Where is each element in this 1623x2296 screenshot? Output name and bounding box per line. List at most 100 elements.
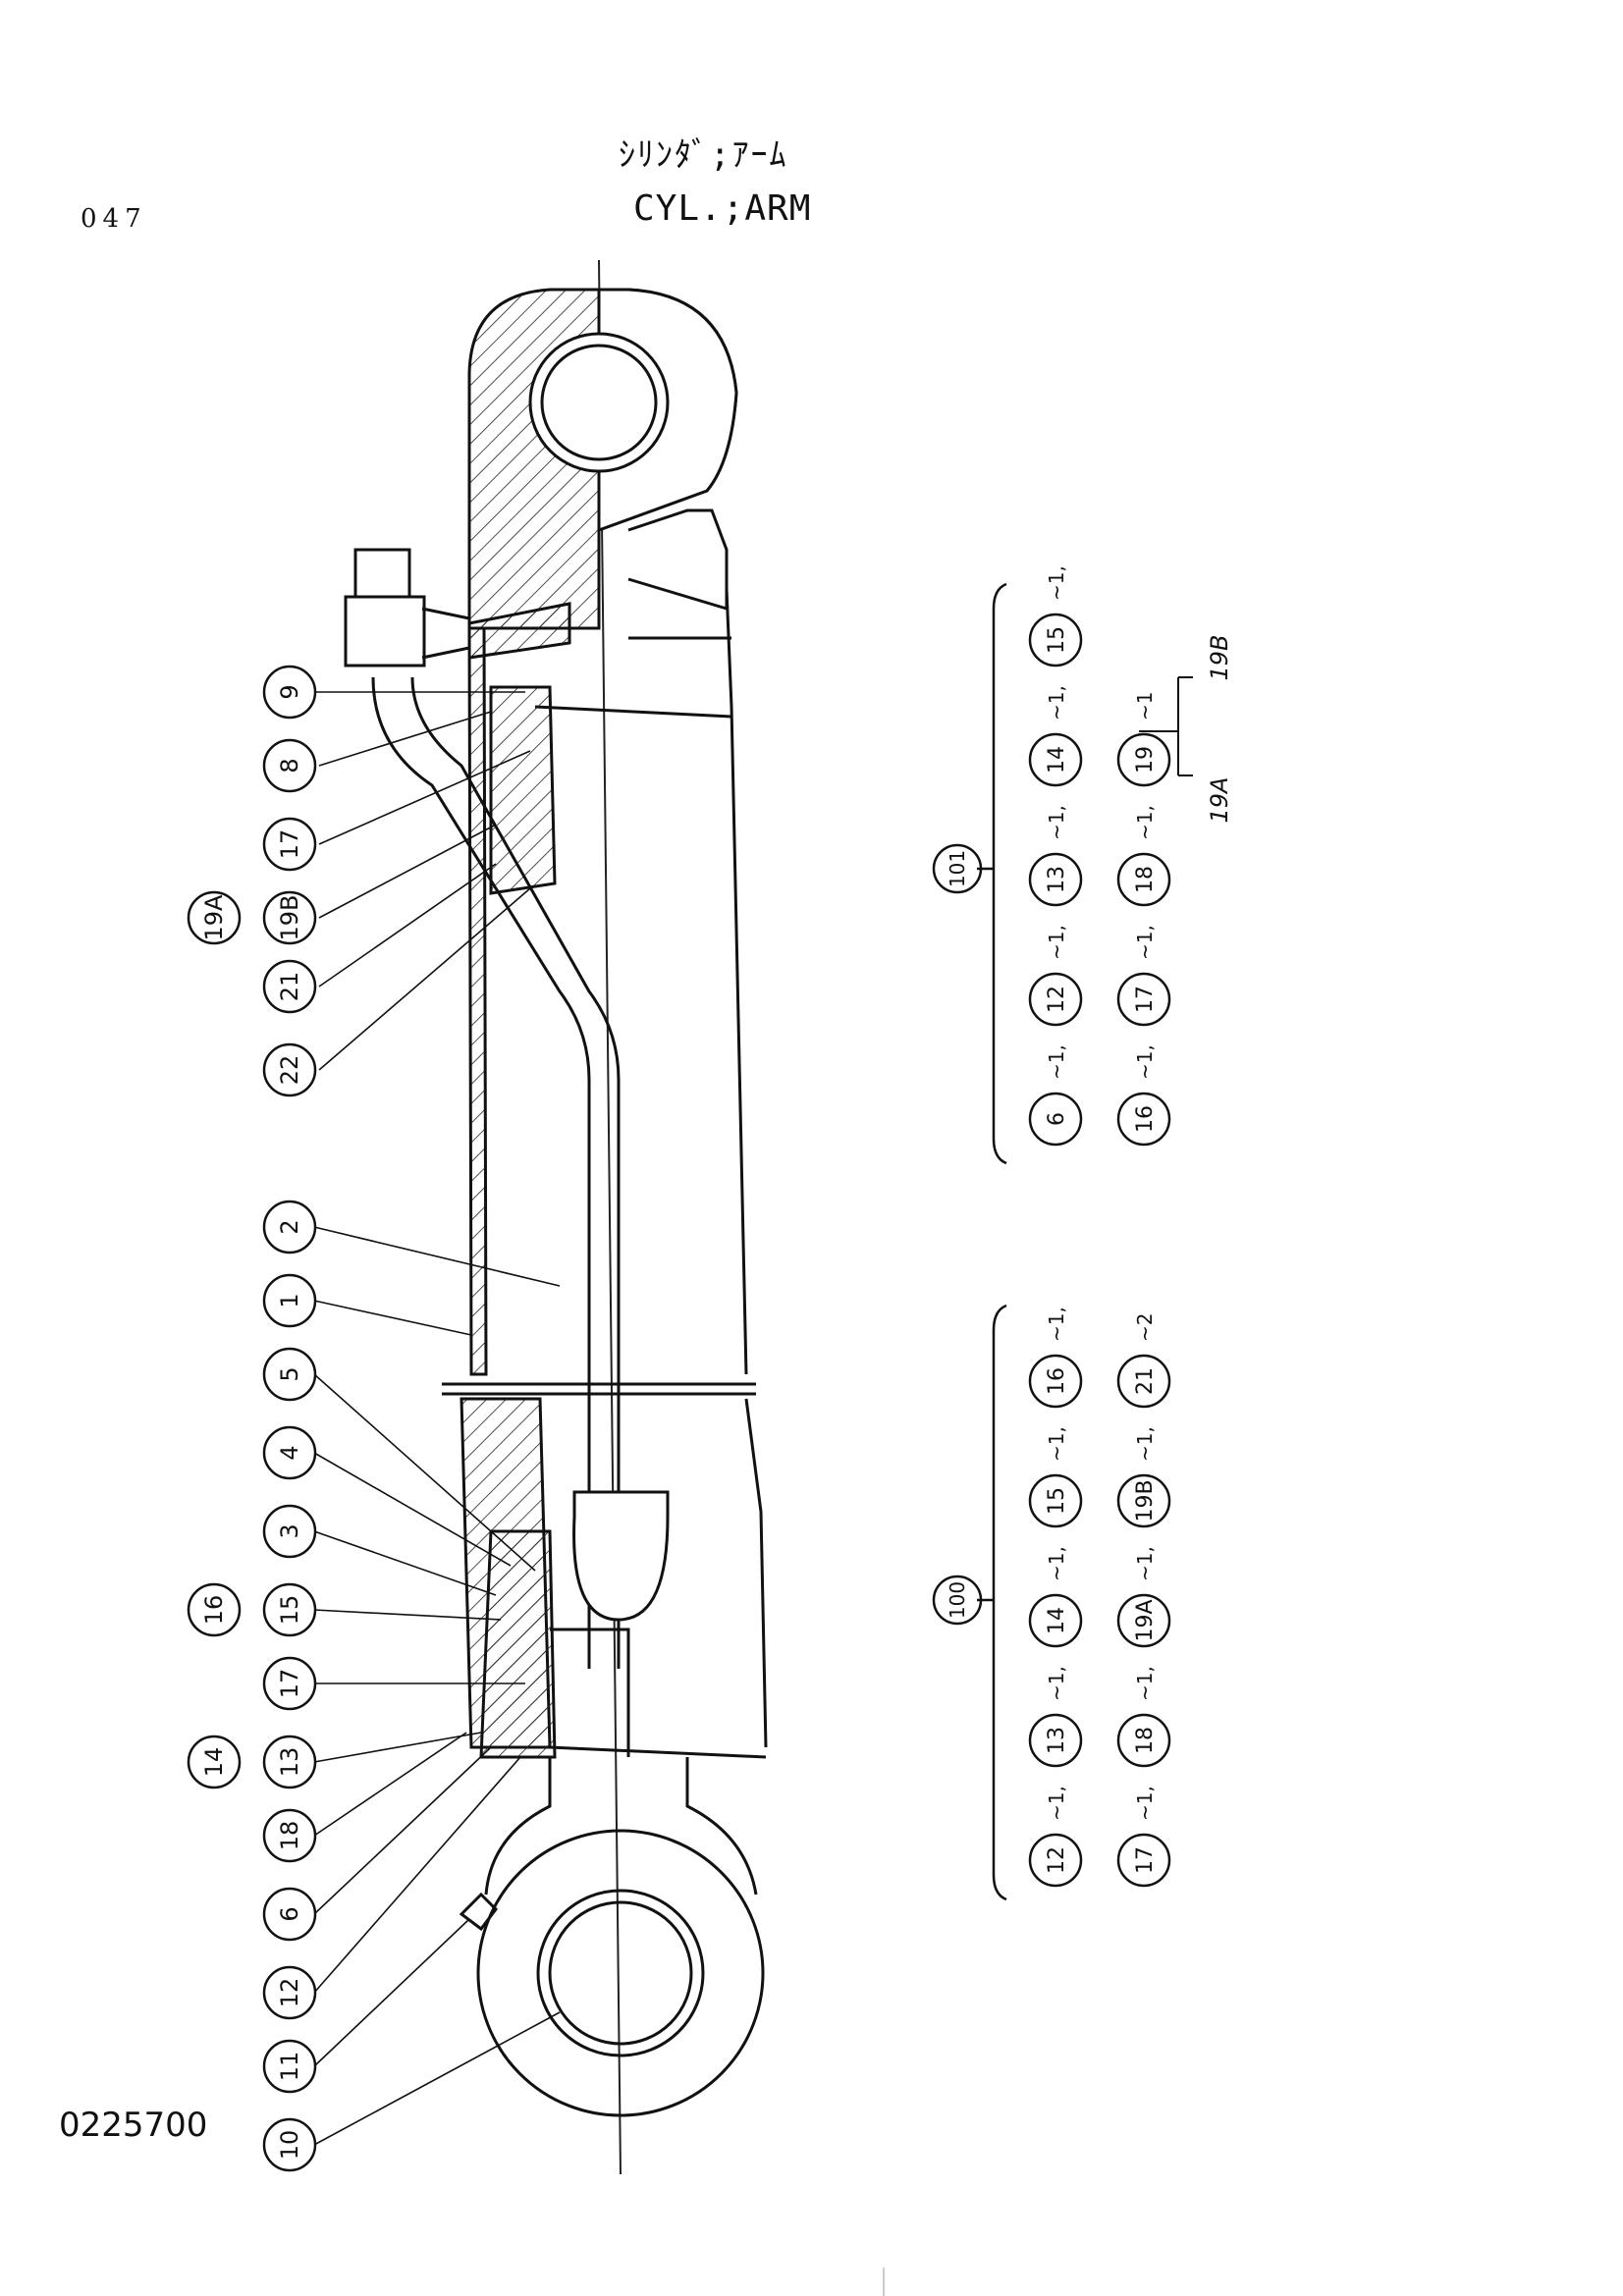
gland-piston	[479, 685, 670, 1759]
callout-21	[262, 959, 317, 1014]
callout-label: 6	[276, 1906, 303, 1921]
callout-label: 12	[276, 1978, 303, 2008]
assembly-item-number: 18	[1133, 1727, 1158, 1754]
sub-items-text: 19B 19A	[1206, 634, 1233, 823]
head-eye	[467, 288, 738, 630]
callout-11	[262, 2039, 317, 2094]
assembly-item-qty: ~1,	[1045, 925, 1068, 960]
callout-label: 15	[276, 1595, 303, 1626]
assembly-item-balloon	[1116, 732, 1171, 787]
callout-label: 8	[276, 758, 303, 773]
callout-8	[262, 738, 317, 793]
callout-label: 18	[276, 1821, 303, 1851]
assembly-item-qty: ~2	[1133, 1313, 1157, 1342]
callout-4	[262, 1425, 317, 1480]
assembly-item-balloon	[1028, 852, 1083, 907]
assembly-item-qty: ~1,	[1045, 1426, 1068, 1462]
callout-15	[262, 1582, 317, 1637]
assembly-item-balloon	[1116, 972, 1171, 1027]
page-number: 047	[81, 204, 147, 234]
assembly-item-number: 19A	[1133, 1599, 1158, 1641]
callout-17	[262, 817, 317, 872]
assembly-item-qty: ~1,	[1045, 685, 1068, 721]
callout-5	[262, 1347, 317, 1402]
assembly-item-balloon	[1116, 1092, 1171, 1147]
callout-label: 16	[200, 1595, 228, 1626]
callout-label: 4	[276, 1445, 303, 1460]
assembly-item-number: 16	[1133, 1105, 1158, 1133]
callout-label: 19A	[200, 894, 228, 941]
assembly-item-number: 19	[1133, 746, 1158, 774]
assembly-item-balloon	[1028, 1092, 1083, 1147]
sub-item-19B: 19B	[1206, 634, 1233, 680]
callout-label: 3	[276, 1523, 303, 1538]
assembly-item-qty: ~1	[1133, 692, 1157, 721]
assembly-item-balloon	[1116, 1354, 1171, 1409]
assembly-item-qty: ~1,	[1133, 805, 1157, 840]
assembly-item-balloon	[1116, 1593, 1171, 1648]
assembly-item-qty: ~1,	[1045, 1786, 1068, 1821]
assembly-item-number: 15	[1045, 1487, 1069, 1515]
assembly-item-number: 12	[1045, 1846, 1069, 1874]
callout-14	[187, 1735, 242, 1789]
assembly-item-number: 16	[1045, 1367, 1069, 1395]
assembly-item-balloon	[1028, 613, 1083, 667]
assembly-item-number: 18	[1133, 866, 1158, 893]
assembly-101-list	[932, 582, 1007, 1165]
callout-label: 19B	[276, 894, 303, 940]
assembly-item-number: 14	[1045, 746, 1069, 774]
assembly-100-number: 100	[946, 1581, 969, 1619]
assembly-item-qty: ~1,	[1045, 1307, 1068, 1342]
callout-19A	[187, 890, 242, 945]
assembly-item-balloon	[1028, 1473, 1083, 1528]
assembly-item-number: 19B	[1133, 1479, 1158, 1522]
assembly-item-number: 13	[1045, 866, 1069, 893]
assembly-item-balloon	[1028, 732, 1083, 787]
assembly-item-qty: ~1,	[1045, 565, 1068, 601]
assembly-item-number: 17	[1133, 1846, 1158, 1874]
assembly-item-balloon	[1028, 1354, 1083, 1409]
callout-19B	[262, 890, 317, 945]
assembly-item-balloon	[1116, 1473, 1171, 1528]
callout-label: 11	[276, 2052, 303, 2082]
assembly-item-balloon	[1116, 852, 1171, 907]
title-english: CYL.;ARM	[633, 188, 812, 229]
callout-6	[262, 1887, 317, 1942]
callout-label: 17	[276, 829, 303, 860]
assembly-item-number: 21	[1133, 1367, 1158, 1395]
callout-22	[262, 1042, 317, 1097]
callout-3	[262, 1504, 317, 1559]
assembly-item-qty: ~1,	[1133, 1786, 1157, 1821]
callout-18	[262, 1808, 317, 1863]
assembly-item-balloon	[1028, 1833, 1083, 1888]
assembly-labels: 101 100	[946, 850, 969, 1619]
assembly-item-balloon	[1116, 1713, 1171, 1768]
callout-label: 14	[200, 1747, 228, 1778]
assembly-item-number: 14	[1045, 1607, 1069, 1634]
assembly-item-balloon	[1028, 1593, 1083, 1648]
assembly-item-qty: ~1,	[1133, 1426, 1157, 1462]
callout-label: 13	[276, 1747, 303, 1778]
assembly-item-balloon	[1116, 1833, 1171, 1888]
callout-label: 17	[276, 1669, 303, 1699]
assembly-item-qty: ~1,	[1045, 1044, 1068, 1080]
port-fitting	[344, 548, 621, 1669]
centerline	[598, 259, 622, 2175]
callout-16	[187, 1582, 242, 1637]
callout-13	[262, 1735, 317, 1789]
callout-1	[262, 1273, 317, 1328]
assembly-item-number: 17	[1133, 986, 1158, 1013]
assembly-item-qty: ~1,	[1045, 805, 1068, 840]
leader-lines	[313, 691, 561, 2146]
callout-10	[262, 2117, 317, 2172]
drawing-number: 0225700	[59, 2106, 208, 2145]
assembly-item-number: 15	[1045, 626, 1069, 654]
callout-17b	[262, 1656, 317, 1711]
callout-balloons	[187, 665, 317, 2172]
assembly-100-list	[932, 1304, 1007, 1901]
callout-label: 10	[276, 2130, 303, 2161]
callout-2	[262, 1200, 317, 1255]
sub-item-19A: 19A	[1206, 777, 1233, 824]
